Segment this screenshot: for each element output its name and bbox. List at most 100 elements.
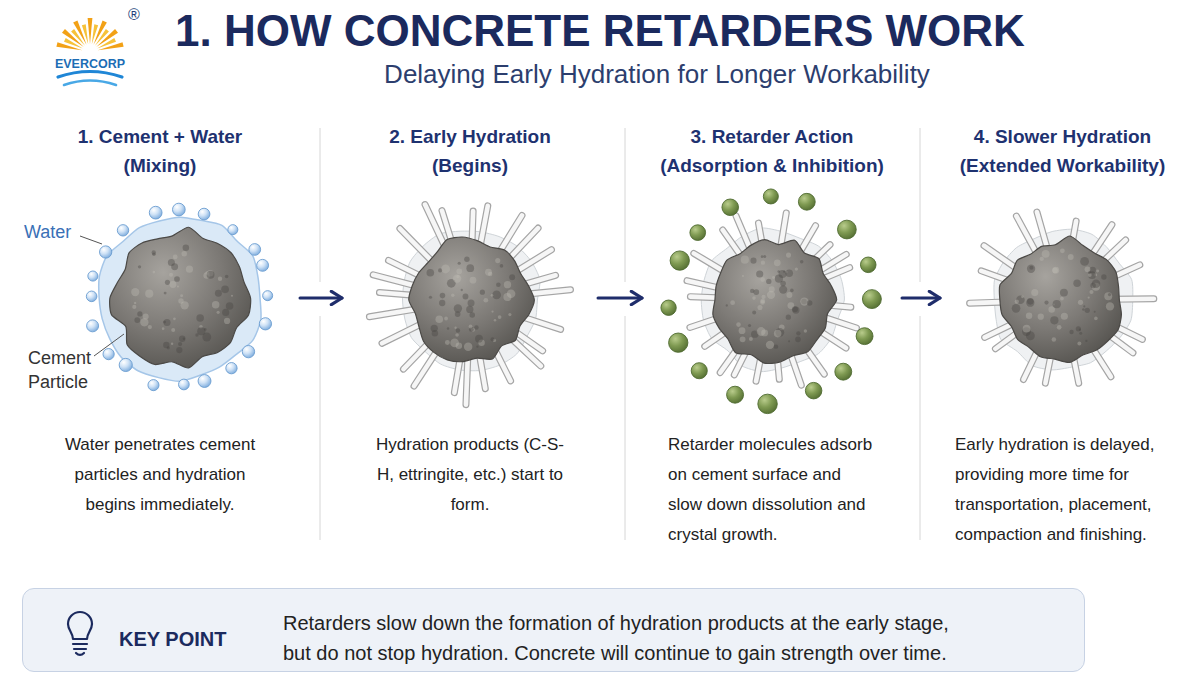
texture-dot bbox=[454, 327, 456, 329]
texture-dot bbox=[749, 337, 753, 341]
texture-dot bbox=[163, 342, 169, 348]
texture-dot bbox=[179, 335, 185, 341]
texture-dot bbox=[203, 272, 209, 278]
hydration-coating bbox=[994, 229, 1133, 370]
texture-dot bbox=[786, 315, 791, 320]
divider-line bbox=[625, 316, 626, 540]
logo-ray bbox=[96, 29, 118, 47]
texture-dot bbox=[1053, 303, 1055, 305]
stage-illustration bbox=[369, 205, 570, 405]
texture-dot bbox=[1015, 299, 1019, 303]
texture-dot bbox=[730, 300, 735, 305]
texture-dot bbox=[1076, 326, 1081, 331]
crystal-needle-outline bbox=[796, 226, 815, 259]
texture-dot bbox=[792, 306, 798, 312]
texture-dot bbox=[426, 269, 434, 277]
texture-dot bbox=[750, 289, 754, 293]
texture-dot bbox=[212, 301, 220, 309]
texture-dot bbox=[774, 259, 781, 266]
texture-dot bbox=[748, 324, 751, 327]
texture-dot bbox=[215, 290, 222, 297]
texture-dot bbox=[138, 265, 141, 268]
stage-description: Early hydration is delayed, providing mo… bbox=[955, 430, 1170, 550]
crystal-needle bbox=[503, 228, 538, 265]
key-point-text: Retarders slow down the formation of hyd… bbox=[283, 608, 965, 668]
texture-dot bbox=[1106, 302, 1114, 310]
callout-label: Cement Particle bbox=[28, 346, 108, 394]
texture-dot bbox=[807, 300, 813, 306]
texture-dot bbox=[474, 325, 478, 329]
crystal-needle bbox=[1071, 347, 1078, 383]
retarder-molecule bbox=[669, 333, 688, 352]
texture-dot bbox=[779, 285, 787, 293]
stage-illustration bbox=[80, 203, 273, 390]
hydration-crystals bbox=[970, 212, 1154, 383]
texture-dot bbox=[221, 285, 229, 293]
callout-label: Water bbox=[24, 220, 71, 244]
texture-dot bbox=[775, 275, 783, 283]
texture-dot bbox=[171, 263, 178, 270]
texture-dot bbox=[429, 296, 432, 299]
texture-dot bbox=[751, 330, 758, 337]
texture-dot bbox=[177, 285, 179, 287]
texture-dot bbox=[1090, 267, 1096, 273]
texture-dot bbox=[469, 325, 473, 329]
texture-dot bbox=[786, 292, 792, 298]
texture-dot bbox=[494, 319, 497, 322]
texture-dot bbox=[1079, 332, 1082, 335]
texture-dot bbox=[495, 258, 500, 263]
crystal-needle bbox=[705, 327, 733, 346]
stage-heading: 2. Early Hydration (Begins) bbox=[375, 122, 565, 180]
texture-dot bbox=[163, 321, 166, 324]
texture-dot bbox=[1088, 271, 1096, 279]
texture-dot bbox=[207, 271, 215, 279]
crystal-needle bbox=[984, 246, 1023, 273]
key-point-heading: KEY POINT bbox=[119, 627, 279, 651]
crystal-needle-outline bbox=[818, 315, 857, 328]
texture-dot bbox=[508, 313, 511, 316]
texture-dot bbox=[171, 343, 173, 345]
texture-dot bbox=[800, 297, 808, 305]
texture-dot bbox=[456, 342, 462, 348]
stage-description: Retarder molecules adsorb on cement surf… bbox=[668, 430, 876, 550]
water-molecule bbox=[119, 358, 132, 371]
crystal-needle bbox=[687, 281, 725, 290]
texture-dot bbox=[1061, 313, 1068, 320]
texture-dot bbox=[1080, 257, 1089, 266]
texture-dot bbox=[162, 327, 165, 330]
texture-dot bbox=[444, 317, 448, 321]
crystal-needle-outline bbox=[400, 229, 436, 266]
logo-ray bbox=[71, 29, 85, 46]
crystal-needle-outline bbox=[425, 205, 450, 257]
crystal-needle-outline bbox=[723, 230, 745, 261]
crystal-needle bbox=[796, 226, 815, 259]
texture-dot bbox=[1069, 330, 1073, 334]
texture-dot bbox=[137, 311, 142, 316]
crystal-needle bbox=[1016, 216, 1039, 258]
retarder-molecule bbox=[722, 199, 739, 216]
crystal-needle-outline bbox=[414, 340, 444, 386]
stage-illustration bbox=[661, 189, 881, 414]
texture-dot bbox=[195, 333, 198, 336]
texture-dot bbox=[772, 276, 775, 279]
crystal-needle bbox=[720, 339, 744, 373]
texture-dot bbox=[1042, 250, 1050, 258]
crystal-needle bbox=[388, 260, 426, 279]
retarder-molecule bbox=[805, 382, 821, 398]
crystal-needle bbox=[511, 250, 552, 275]
texture-dot bbox=[170, 281, 177, 288]
texture-dot bbox=[1038, 314, 1044, 320]
crystal-needle bbox=[1105, 321, 1142, 339]
stage-illustration bbox=[970, 212, 1154, 383]
texture-dot bbox=[1085, 266, 1091, 272]
texture-dot bbox=[134, 302, 136, 304]
texture-dot bbox=[1060, 289, 1068, 297]
crystal-needle-outline bbox=[379, 293, 422, 297]
texture-dot bbox=[1026, 299, 1034, 307]
crystal-needle bbox=[516, 315, 561, 330]
retarder-molecule bbox=[798, 193, 815, 210]
crystal-needle-outline bbox=[816, 268, 849, 282]
crystal-needle-outline bbox=[690, 297, 724, 298]
texture-dot bbox=[464, 257, 469, 262]
texture-dot bbox=[455, 333, 459, 337]
